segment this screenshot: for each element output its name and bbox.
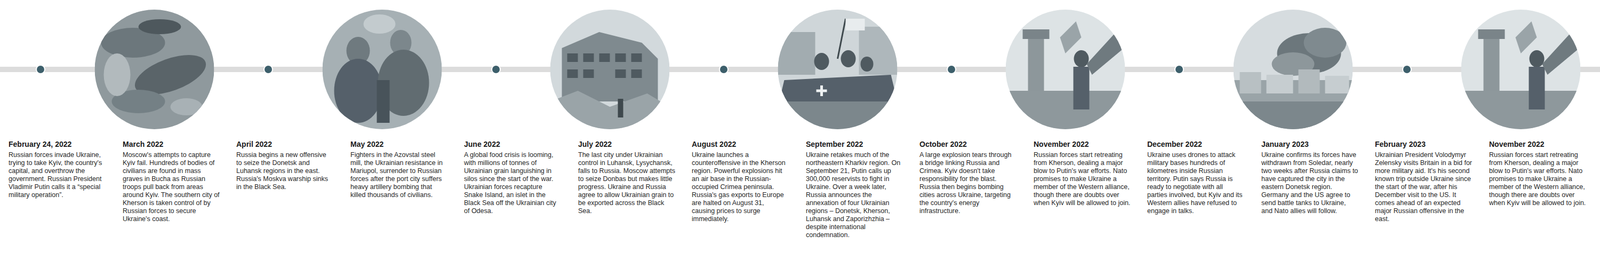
- timeline-entry: October 2022A large explosion tears thro…: [919, 139, 1017, 215]
- entry-date: February 24, 2022: [8, 139, 106, 149]
- entry-text: Ukraine uses drones to attack military b…: [1147, 150, 1245, 215]
- timeline-entry: May 2022Fighters in the Azovstal steel m…: [350, 139, 448, 199]
- entry-date: December 2022: [1147, 139, 1245, 149]
- entry-date: April 2022: [236, 139, 334, 149]
- entry-text: Russia begins a new offensive to seize t…: [236, 150, 334, 191]
- timeline-entry: February 2023Ukrainian President Volodym…: [1374, 139, 1472, 223]
- entry-text: Russian forces start retreating from Khe…: [1033, 150, 1131, 207]
- entry-date: September 2022: [805, 139, 903, 149]
- timeline-entry: September 2022Ukraine retakes much of th…: [805, 139, 903, 239]
- entry-text: A large explosion tears through a bridge…: [919, 150, 1017, 215]
- entry-date: May 2022: [350, 139, 448, 149]
- entry-date: October 2022: [919, 139, 1017, 149]
- entry-date: November 2022: [1489, 139, 1587, 149]
- entry-text: Russian forces invade Ukraine, trying to…: [8, 150, 106, 199]
- entry-text: Russian forces start retreating from Khe…: [1489, 150, 1587, 207]
- entry-text: Ukraine confirms its forces have withdra…: [1261, 150, 1359, 215]
- entry-text: Fighters in the Azovstal steel mill, the…: [350, 150, 448, 199]
- timeline-entry: April 2022Russia begins a new offensive …: [236, 139, 334, 191]
- timeline-entry: June 2022A global food crisis is looming…: [464, 139, 562, 215]
- entry-date: March 2022: [122, 139, 220, 149]
- timeline-entry: November 2022Russian forces start retrea…: [1033, 139, 1131, 207]
- photo-circle: [94, 9, 215, 130]
- entry-date: November 2022: [1033, 139, 1131, 149]
- entry-text: Ukrainian President Volodymyr Zelensky v…: [1374, 150, 1472, 223]
- photo-circle: [1005, 9, 1126, 130]
- timeline-entry: August 2022Ukraine launches a counteroff…: [691, 139, 789, 223]
- timeline-entry: February 24, 2022Russian forces invade U…: [8, 139, 106, 199]
- entry-text: Moscow's attempts to capture Kyiv fail. …: [122, 150, 220, 223]
- photo-circle: [1461, 9, 1581, 130]
- photo-circle: [322, 9, 443, 130]
- entry-text: Ukraine retakes much of the northeastern…: [805, 150, 903, 239]
- photo-circle: [550, 9, 670, 130]
- entry-date: January 2023: [1261, 139, 1359, 149]
- entry-date: June 2022: [464, 139, 562, 149]
- entry-text: The last city under Ukrainian control in…: [578, 150, 676, 215]
- photo-circle: [1233, 9, 1354, 130]
- photo-circle: [778, 9, 898, 130]
- entry-date: August 2022: [691, 139, 789, 149]
- timeline-entry: July 2022The last city under Ukrainian c…: [578, 139, 676, 215]
- timeline-entry: January 2023Ukraine confirms its forces …: [1261, 139, 1359, 215]
- timeline-entry: December 2022Ukraine uses drones to atta…: [1147, 139, 1245, 215]
- timeline-dots: [36, 65, 1412, 74]
- entry-text: Ukraine launches a counteroffensive in t…: [691, 150, 789, 223]
- entry-text: A global food crisis is looming, with mi…: [464, 150, 562, 215]
- timeline-entry: March 2022Moscow's attempts to capture K…: [122, 139, 220, 223]
- timeline-entry: November 2022Russian forces start retrea…: [1489, 139, 1587, 207]
- entry-date: July 2022: [578, 139, 676, 149]
- entry-date: February 2023: [1374, 139, 1472, 149]
